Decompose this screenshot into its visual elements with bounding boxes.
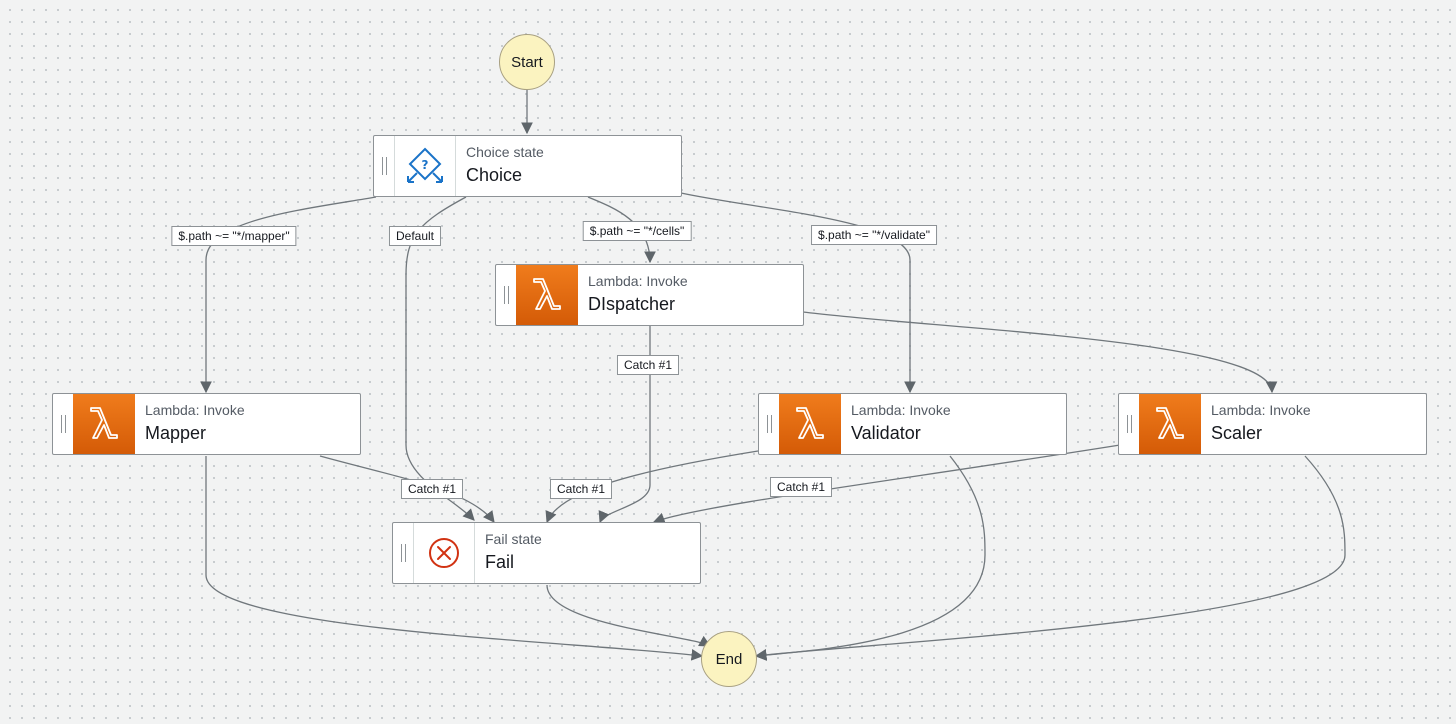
lambda-icon [1139,394,1201,454]
drag-handle-icon[interactable] [53,394,73,454]
validator-state[interactable]: Lambda: Invoke Validator [758,393,1067,455]
drag-handle-icon[interactable] [393,523,413,583]
state-type-label: Fail state [485,531,542,547]
fail-state[interactable]: Fail state Fail [392,522,701,584]
edge-scaler-end [754,455,1346,661]
edge-choice-mapper [200,196,377,394]
edge-label-dispatcher-catch[interactable]: Catch #1 [616,355,680,375]
edge-label-validator-catch[interactable]: Catch #1 [549,479,613,499]
drag-handle-icon[interactable] [374,136,394,196]
state-name-label: Fail [485,552,515,572]
state-type-label: Lambda: Invoke [588,273,688,289]
state-name-label: Choice [466,165,523,185]
state-name-label: DIspatcher [588,294,676,314]
mapper-state[interactable]: Lambda: Invoke Mapper [52,393,361,455]
scaler-state[interactable]: Lambda: Invoke Scaler [1118,393,1427,455]
edge-choice-validator [680,192,916,394]
start-node[interactable]: Start [499,34,555,90]
lambda-icon [779,394,841,454]
state-type-label: Lambda: Invoke [1211,402,1311,418]
start-label: Start [511,53,543,71]
edge-choice-dispatcher [587,196,656,264]
edge-label-mapper-catch[interactable]: Catch #1 [400,479,464,499]
drag-handle-icon[interactable] [759,394,779,454]
edge-label-validate-rule[interactable]: $.path ~= "*/validate" [811,225,937,245]
lambda-icon [73,394,135,454]
choice-state[interactable]: ? Choice state Choice [373,135,682,197]
state-type-label: Lambda: Invoke [145,402,245,418]
state-name-label: Validator [851,423,921,443]
edge-dispatcher-fail [598,326,651,524]
edge-label-scaler-catch[interactable]: Catch #1 [769,477,833,497]
edge-label-cells-rule[interactable]: $.path ~= "*/cells" [582,221,692,241]
end-label: End [715,650,743,668]
state-name-label: Scaler [1211,423,1263,443]
state-name-label: Mapper [145,423,207,443]
fail-icon [413,523,475,583]
drag-handle-icon[interactable] [1119,394,1139,454]
edge-validator-fail [545,450,759,524]
lambda-icon [516,265,578,325]
edge-dispatcher-scaler [802,311,1278,394]
drag-handle-icon[interactable] [496,265,516,325]
edge-label-mapper-rule[interactable]: $.path ~= "*/mapper" [171,226,297,246]
edge-mapper-end [205,456,704,661]
edge-choice-default-fail [405,196,475,521]
edge-label-default[interactable]: Default [388,226,442,246]
svg-text:?: ? [422,158,429,172]
choice-icon: ? [394,136,456,196]
state-type-label: Lambda: Invoke [851,402,951,418]
end-node[interactable]: End [701,631,757,687]
dispatcher-state[interactable]: Lambda: Invoke DIspatcher [495,264,804,326]
edge-fail-end [546,584,712,647]
state-type-label: Choice state [466,144,544,160]
